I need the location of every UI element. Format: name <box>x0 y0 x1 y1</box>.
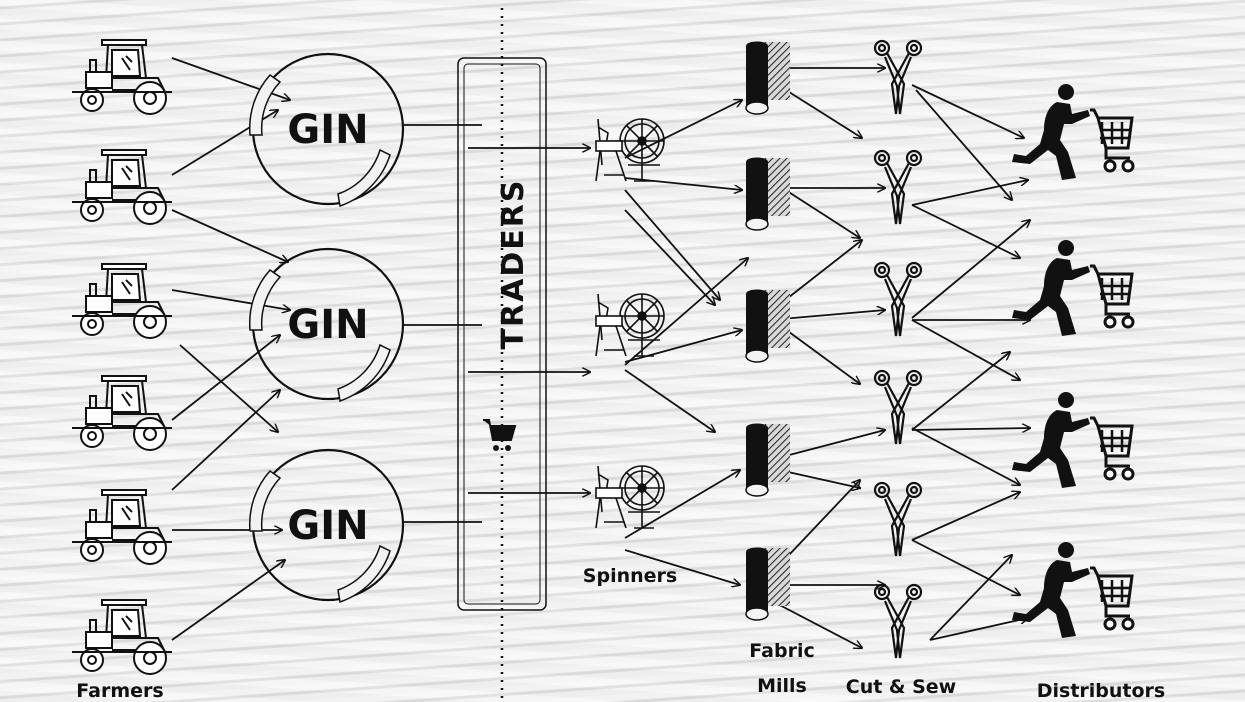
spinners-label: Spinners <box>583 565 677 587</box>
shopper-with-cart-icon <box>1010 82 1135 182</box>
fabric-mills-label-line2: Mills <box>757 675 807 697</box>
tractor-icon <box>71 39 173 115</box>
gin-node: GIN <box>248 52 405 207</box>
tractor-icon <box>71 149 173 225</box>
fabric-mills-label-line1: Fabric <box>749 640 814 662</box>
fabric-roll-icon <box>745 546 791 621</box>
tractor-icon <box>71 375 173 451</box>
fabric-roll-icon <box>745 288 791 363</box>
farmers-label: Farmers <box>76 680 163 702</box>
scissors-icon <box>873 481 923 558</box>
tractor-icon <box>71 489 173 565</box>
gin-label: GIN <box>287 107 368 153</box>
spinning-wheel-icon <box>595 293 665 357</box>
cut-sew-label: Cut & Sew <box>846 676 956 698</box>
farmers-column <box>71 39 173 675</box>
scissors-icon <box>873 261 923 338</box>
fabric-roll-icon <box>745 422 791 497</box>
gin-label: GIN <box>287 503 368 549</box>
shopper-with-cart-icon <box>1010 390 1135 490</box>
distributors-column <box>1010 82 1135 640</box>
distributors-label: Distributors <box>1037 680 1166 702</box>
fabric-roll-icon <box>745 40 791 115</box>
scissors-icon <box>873 369 923 446</box>
fabric-roll-icon <box>745 156 791 231</box>
gin-node: GIN <box>248 448 405 603</box>
shopping-cart-icon <box>483 419 517 451</box>
gin-column: GIN GIN GIN <box>248 52 405 603</box>
flow-arrows <box>171 57 1030 648</box>
fabric-mills-column <box>745 40 791 621</box>
spinning-wheel-icon <box>595 118 665 182</box>
tractor-icon <box>71 599 173 675</box>
gin-node: GIN <box>248 247 405 402</box>
tractor-icon <box>71 263 173 339</box>
cut-sew-column <box>873 39 923 660</box>
scissors-icon <box>873 583 923 660</box>
traders-column: TRADERS <box>457 57 547 611</box>
shopper-with-cart-icon <box>1010 540 1135 640</box>
scissors-icon <box>873 39 923 116</box>
traders-label: TRADERS <box>496 179 531 350</box>
spinning-wheel-icon <box>595 465 665 529</box>
shopper-with-cart-icon <box>1010 238 1135 338</box>
gin-label: GIN <box>287 302 368 348</box>
spinners-column <box>595 118 665 529</box>
